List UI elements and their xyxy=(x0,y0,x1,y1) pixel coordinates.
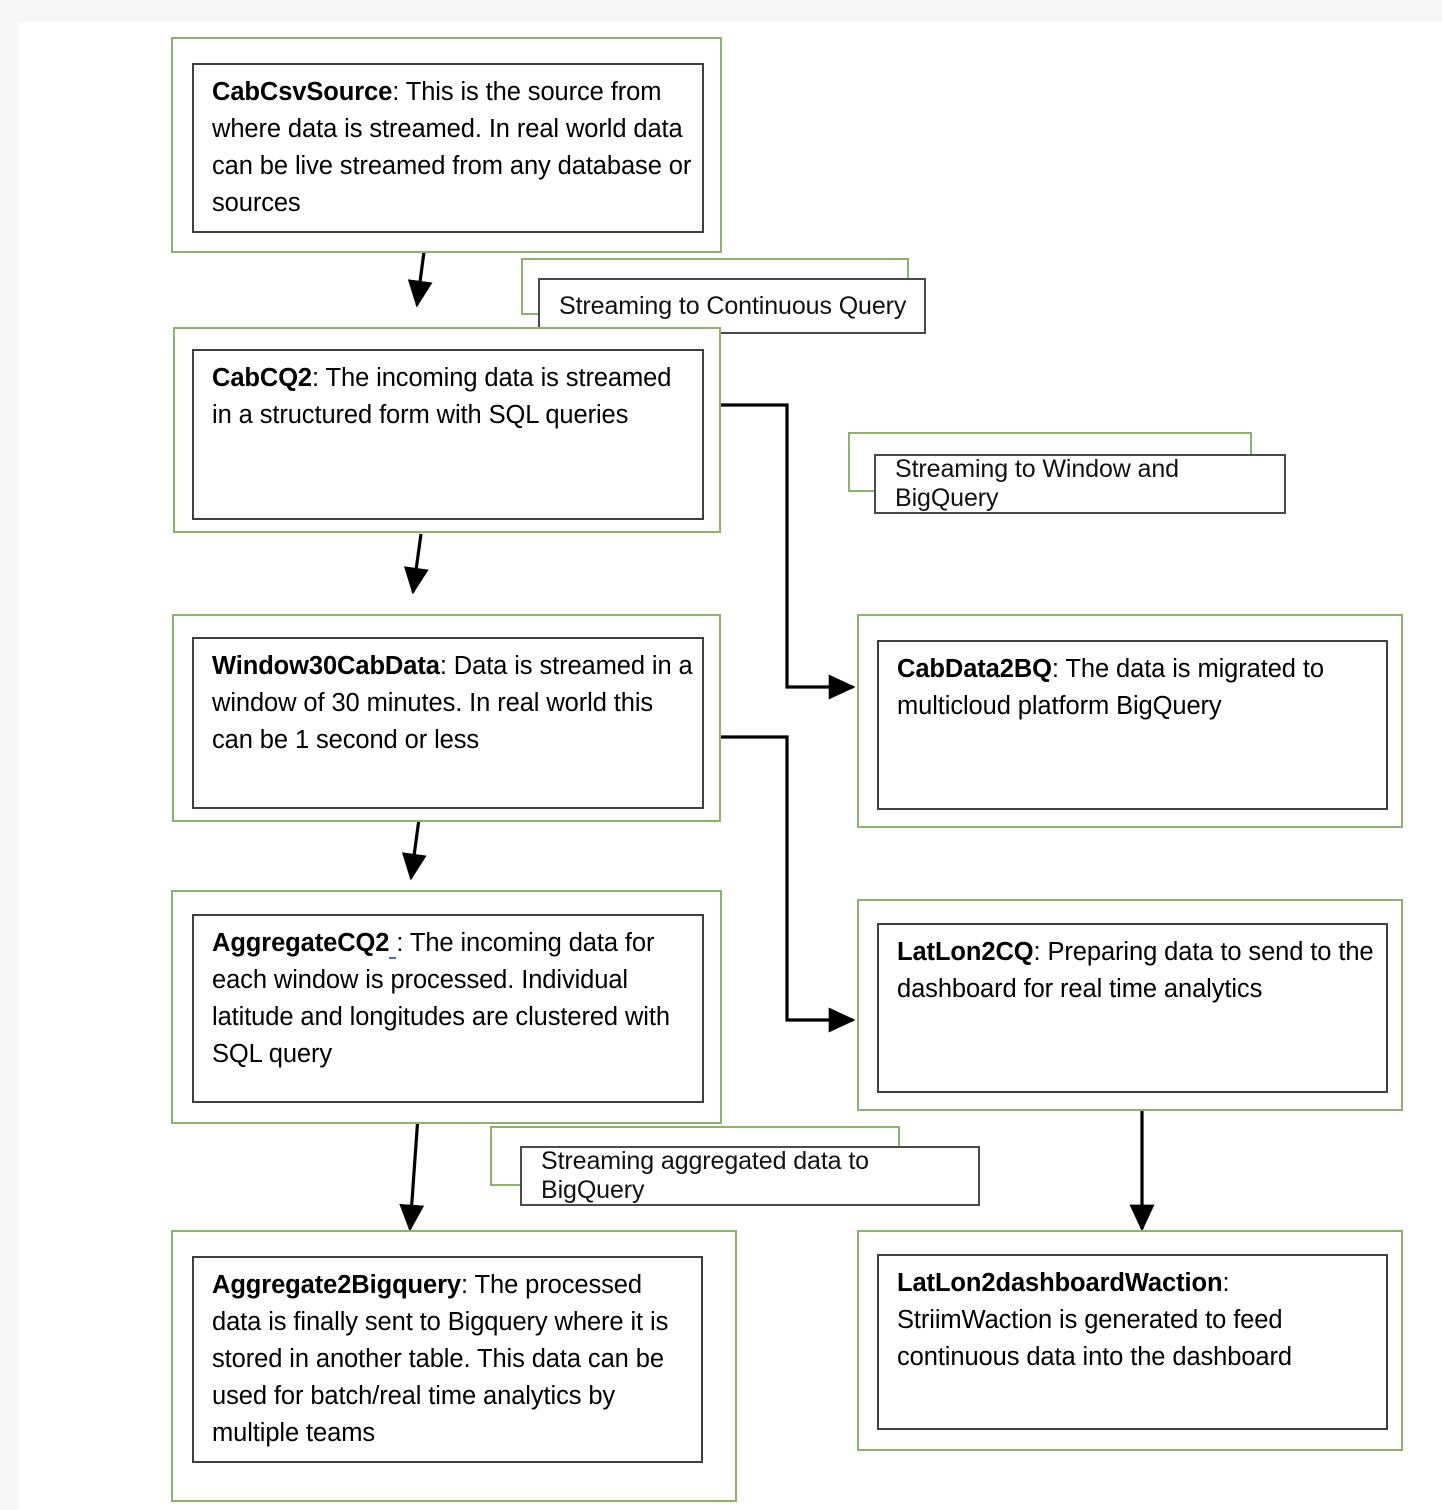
node-aggregate-2-bigquery-body: The processed data is finally sent to Bi… xyxy=(212,1271,669,1447)
callout-streaming-to-window-bq: Streaming to Window and BigQuery xyxy=(848,432,1286,514)
node-cab-cq2[interactable]: CabCQ2: The incoming data is streamed in… xyxy=(173,327,721,533)
node-lat-lon-2-dashboard-waction-sep: : xyxy=(1222,1269,1230,1297)
node-lat-lon-2-cq-sep: : xyxy=(1033,938,1048,966)
node-lat-lon-2-dashboard-waction-body: StriimWaction is generated to feed conti… xyxy=(897,1306,1292,1371)
node-aggregate-cq2-sep: : xyxy=(396,929,410,957)
callout-streaming-to-cq-label[interactable]: Streaming to Continuous Query xyxy=(538,278,926,334)
node-lat-lon-2-cq-title: LatLon2CQ xyxy=(897,938,1034,966)
node-cab-data-2-bq-sep: : xyxy=(1051,655,1066,683)
callout-streaming-aggregated-bq-label[interactable]: Streaming aggregated data to BigQuery xyxy=(520,1146,980,1206)
node-aggregate-cq2-body: The incoming data for each window is pro… xyxy=(212,929,670,1068)
node-cab-csv-source-inner: CabCsvSource: This is the source from wh… xyxy=(192,63,704,233)
node-cab-csv-source-text: CabCsvSource: This is the source from wh… xyxy=(212,74,694,222)
node-cab-cq2-body: The incoming data is streamed in a struc… xyxy=(212,364,672,429)
node-window30-cab-data-body: Data is streamed in a window of 30 minut… xyxy=(212,652,693,754)
node-cab-data-2-bq-text: CabData2BQ: The data is migrated to mult… xyxy=(897,651,1378,725)
node-cab-data-2-bq-title: CabData2BQ xyxy=(897,655,1052,683)
node-cab-data-2-bq-body: The data is migrated to multicloud platf… xyxy=(897,655,1324,720)
node-aggregate-2-bigquery[interactable]: Aggregate2Bigquery: The processed data i… xyxy=(171,1230,737,1502)
connector-aggregate-to-bigquery xyxy=(399,1115,425,1232)
callout-streaming-aggregated-bq: Streaming aggregated data to BigQuery xyxy=(490,1126,982,1206)
connector-cq2-to-bq xyxy=(715,403,856,700)
node-lat-lon-2-dashboard-waction[interactable]: LatLon2dashboardWaction: StriimWaction i… xyxy=(857,1230,1403,1451)
node-cab-csv-source-title: CabCsvSource xyxy=(212,78,393,106)
node-window30-cab-data-title: Window30CabData xyxy=(212,652,440,680)
node-aggregate-2-bigquery-sep: : xyxy=(461,1271,475,1299)
node-window30-cab-data-sep: : xyxy=(439,652,454,680)
node-cab-csv-source-body: This is the source from where data is st… xyxy=(212,78,692,217)
node-aggregate-2-bigquery-text: Aggregate2Bigquery: The processed data i… xyxy=(212,1267,693,1452)
node-lat-lon-2-dashboard-waction-inner: LatLon2dashboardWaction: StriimWaction i… xyxy=(877,1254,1388,1430)
node-aggregate-2-bigquery-title: Aggregate2Bigquery xyxy=(212,1271,462,1299)
node-cab-cq2-sep: : xyxy=(312,364,326,392)
callout-streaming-to-window-bq-label[interactable]: Streaming to Window and BigQuery xyxy=(874,454,1286,514)
node-cab-data-2-bq-inner: CabData2BQ: The data is migrated to mult… xyxy=(877,640,1388,810)
node-lat-lon-2-cq-text: LatLon2CQ: Preparing data to send to the… xyxy=(897,934,1378,1008)
node-cab-csv-source[interactable]: CabCsvSource: This is the source from wh… xyxy=(171,37,722,253)
node-lat-lon-2-cq[interactable]: LatLon2CQ: Preparing data to send to the… xyxy=(857,899,1403,1111)
node-aggregate-cq2-title: AggregateCQ2 xyxy=(212,929,389,957)
node-window30-cab-data[interactable]: Window30CabData: Data is streamed in a w… xyxy=(172,614,721,822)
node-cab-cq2-title: CabCQ2 xyxy=(212,364,313,392)
connector-source-to-cq2 xyxy=(407,243,433,308)
node-window30-cab-data-text: Window30CabData: Data is streamed in a w… xyxy=(212,648,694,759)
node-lat-lon-2-cq-inner: LatLon2CQ: Preparing data to send to the… xyxy=(877,923,1388,1093)
node-cab-cq2-text: CabCQ2: The incoming data is streamed in… xyxy=(212,360,694,434)
diagram-canvas: CabCsvSource: This is the source from wh… xyxy=(18,22,1442,1510)
node-cab-data-2-bq[interactable]: CabData2BQ: The data is migrated to mult… xyxy=(857,614,1403,828)
node-aggregate-cq2-inner: AggregateCQ2 : The incoming data for eac… xyxy=(192,914,704,1103)
node-aggregate-cq2-text: AggregateCQ2 : The incoming data for eac… xyxy=(212,925,694,1073)
node-cab-csv-source-sep: : xyxy=(392,78,406,106)
node-aggregate-cq2[interactable]: AggregateCQ2 : The incoming data for eac… xyxy=(171,890,722,1124)
connector-window-to-aggregate xyxy=(401,818,427,881)
node-cab-cq2-inner: CabCQ2: The incoming data is streamed in… xyxy=(192,349,704,520)
node-aggregate-2-bigquery-inner: Aggregate2Bigquery: The processed data i… xyxy=(192,1256,703,1463)
connector-cq2-to-window xyxy=(403,533,429,595)
callout-streaming-to-cq: Streaming to Continuous Query xyxy=(521,258,926,334)
node-lat-lon-2-dashboard-waction-title: LatLon2dashboardWaction xyxy=(897,1269,1223,1297)
connector-window-to-latlon xyxy=(715,735,856,1033)
node-window30-cab-data-inner: Window30CabData: Data is streamed in a w… xyxy=(192,637,704,809)
node-aggregate-cq2-title-text: AggregateCQ2 xyxy=(212,929,390,957)
node-lat-lon-2-cq-body: Preparing data to send to the dashboard … xyxy=(897,938,1374,1003)
node-lat-lon-2-dashboard-waction-text: LatLon2dashboardWaction: StriimWaction i… xyxy=(897,1265,1378,1376)
